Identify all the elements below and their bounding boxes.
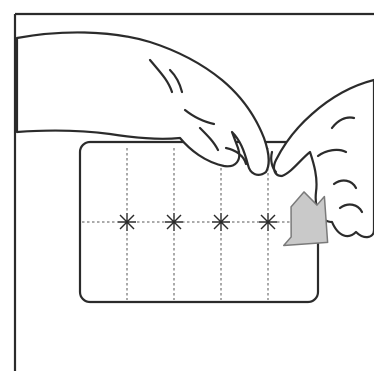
pill-mark xyxy=(165,213,183,231)
pill-mark xyxy=(212,213,230,231)
left-hand-shape xyxy=(15,31,270,176)
left-thumb-nail xyxy=(224,146,248,166)
pill-marks xyxy=(118,213,277,231)
right-hand-icon xyxy=(270,78,374,239)
pill-mark xyxy=(259,213,277,231)
pill-mark xyxy=(118,213,136,231)
right-hand-crease xyxy=(338,203,364,214)
peeled-foil-corner xyxy=(270,150,278,174)
left-hand-crease xyxy=(183,108,216,126)
right-hand-shape xyxy=(272,78,374,239)
right-hand-knuckle xyxy=(330,116,356,130)
left-hand-knuckle xyxy=(168,68,184,94)
left-hand-icon xyxy=(15,31,270,176)
panel-frame xyxy=(13,12,374,371)
left-hand-crease xyxy=(148,58,174,94)
peel-direction-arrow-icon xyxy=(282,191,329,247)
left-hand-crease xyxy=(198,126,220,152)
right-hand-crease xyxy=(332,179,358,190)
right-hand-crease xyxy=(316,148,348,158)
